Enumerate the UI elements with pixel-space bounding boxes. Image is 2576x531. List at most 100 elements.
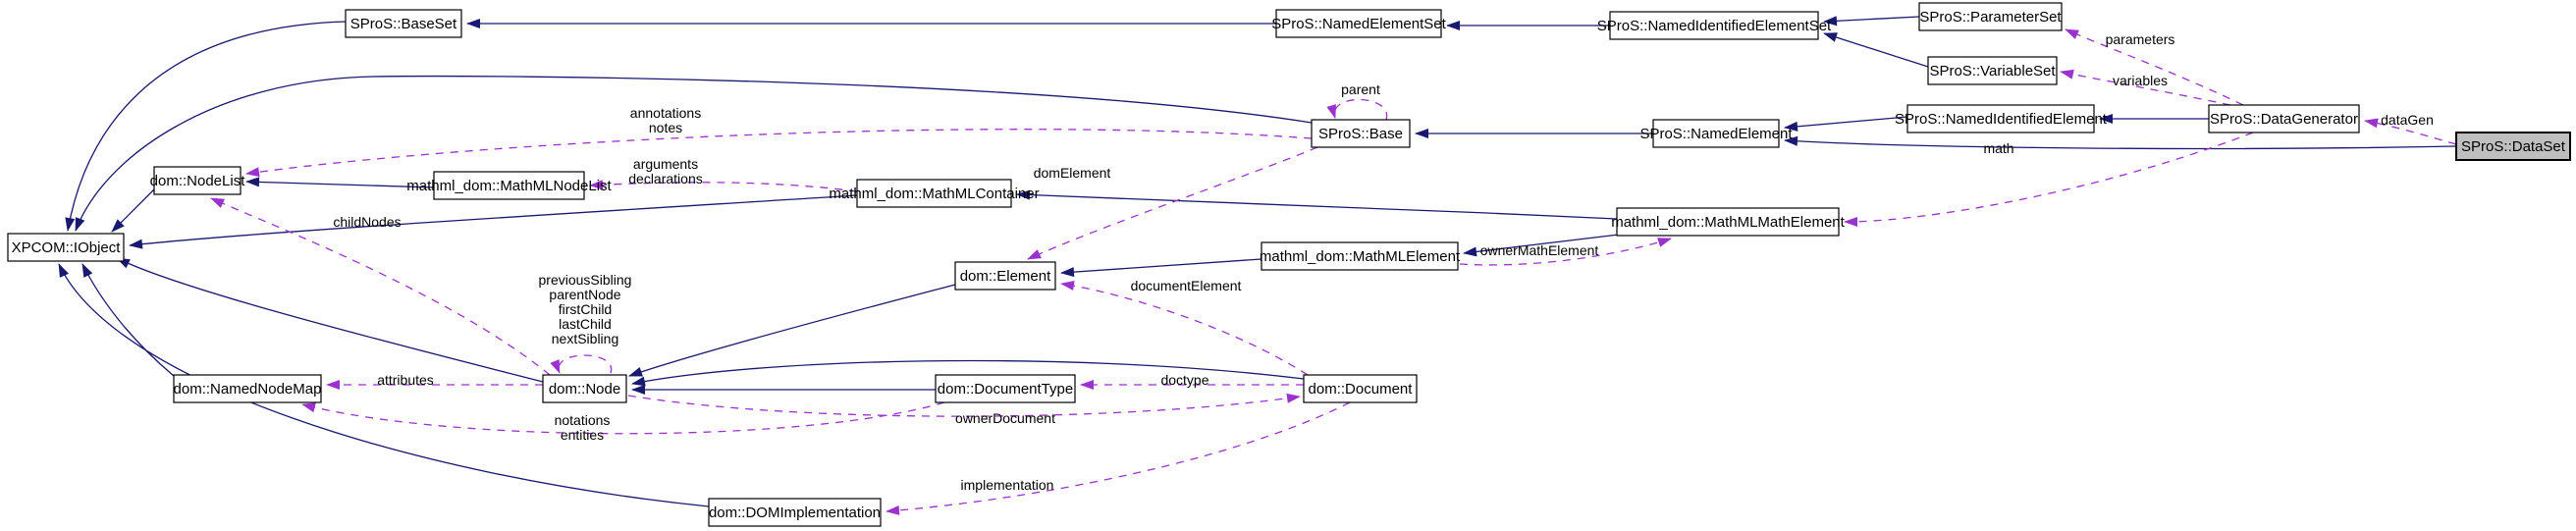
class-node-label-mathmlelement: mathml_dom::MathMLElement <box>1260 248 1461 265</box>
class-node-mathmlmathelement[interactable]: mathml_dom::MathMLMathElement <box>1611 207 1846 237</box>
class-node-label-dataset: SProS::DataSet <box>2461 138 2566 155</box>
class-node-box-namednodemap[interactable] <box>173 374 322 403</box>
class-node-box-mathmlmathelement[interactable] <box>1616 207 1840 237</box>
edge-mathmlelement-to-mathmlmathelement <box>1459 238 1672 266</box>
edge-domnode-to-iobject <box>116 257 544 383</box>
class-node-domnode[interactable]: dom::Node <box>542 374 627 403</box>
class-node-box-parameterset[interactable] <box>1918 2 2063 31</box>
class-node-variableset[interactable]: SProS::VariableSet <box>1927 56 2058 85</box>
class-node-box-namedidelementset[interactable] <box>1609 11 1819 40</box>
edge-domnode-to-domnode <box>550 354 613 374</box>
class-node-label-mathmlmathelement: mathml_dom::MathMLMathElement <box>1611 214 1845 231</box>
class-node-sprosbase[interactable]: SProS::Base <box>1311 119 1411 148</box>
edge-namedidelement-to-namedelement <box>1784 116 1908 132</box>
class-node-box-document[interactable] <box>1303 374 1418 403</box>
edge-label-u5: childNodes <box>333 214 401 230</box>
class-node-namedelementset[interactable]: SProS::NamedElementSet <box>1271 9 1447 38</box>
edge-label-u7: attributes <box>377 372 434 388</box>
edge-mathmlelement-to-element <box>1060 258 1262 278</box>
edge-document-to-element <box>1060 281 1309 376</box>
edge-dataset-to-namedelement <box>1784 135 2457 150</box>
class-node-label-mathmlcontainer: mathml_dom::MathMLContainer <box>829 186 1039 202</box>
class-node-datagenerator[interactable]: SProS::DataGenerator <box>2208 104 2360 133</box>
class-node-documenttype[interactable]: dom::DocumentType <box>935 374 1076 403</box>
class-node-mathmlelement[interactable]: mathml_dom::MathMLElement <box>1260 241 1461 271</box>
class-node-box-documenttype[interactable] <box>935 374 1076 403</box>
edge-mathmlnodelist-to-nodelist <box>245 177 435 188</box>
class-node-document[interactable]: dom::Document <box>1303 374 1418 403</box>
class-node-mathmlcontainer[interactable]: mathml_dom::MathMLContainer <box>829 179 1040 208</box>
class-node-parameterset[interactable]: SProS::ParameterSet <box>1918 2 2063 31</box>
edge-label-u10: ownerDocument <box>955 410 1055 426</box>
class-node-namednodemap[interactable]: dom::NamedNodeMap <box>173 374 322 403</box>
edge-label-u16: variables <box>2113 73 2168 88</box>
class-node-mathmlnodelist[interactable]: mathml_dom::MathMLNodeList <box>406 171 613 200</box>
class-node-box-datagenerator[interactable] <box>2208 104 2360 133</box>
class-node-domimplementation[interactable]: dom::DOMImplementation <box>708 498 882 527</box>
edge-mathmlcontainer-to-mathmlnodelist <box>589 180 858 192</box>
class-node-label-document: dom::Document <box>1309 381 1414 398</box>
class-node-label-namednodemap: dom::NamedNodeMap <box>174 381 322 398</box>
edge-label-u17: dataGen <box>2381 112 2434 128</box>
edge-label-u12: documentElement <box>1131 278 1242 293</box>
class-node-namedidelement[interactable]: SProS::NamedIdentifiedElement <box>1895 104 2108 133</box>
edge-domnode-to-nodelist <box>210 197 551 376</box>
class-node-label-mathmlnodelist: mathml_dom::MathMLNodeList <box>406 178 612 194</box>
edge-mathmlmathelement-to-mathmlcontainer <box>1016 189 1618 220</box>
class-node-label-namedidelementset: SProS::NamedIdentifiedElementSet <box>1597 18 1832 34</box>
class-node-baseset[interactable]: SProS::BaseSet <box>345 9 462 38</box>
class-node-box-mathmlelement[interactable] <box>1261 241 1459 271</box>
edge-document-to-domnode <box>631 359 1305 387</box>
class-node-dataset[interactable]: SProS::DataSet <box>2455 132 2571 161</box>
class-node-label-documenttype: dom::DocumentType <box>938 381 1073 398</box>
class-node-label-namedelement: SProS::NamedElement <box>1639 126 1793 142</box>
edge-label-u1: parent <box>1341 81 1380 97</box>
class-node-label-baseset: SProS::BaseSet <box>350 16 457 32</box>
class-node-box-variableset[interactable] <box>1927 56 2058 85</box>
class-node-box-nodelist[interactable] <box>153 166 242 195</box>
edge-label-u14: math <box>1983 140 2013 156</box>
class-node-box-mathmlnodelist[interactable] <box>433 171 585 200</box>
class-node-box-namedelementset[interactable] <box>1275 9 1442 38</box>
class-node-label-sprosbase: SProS::Base <box>1318 126 1403 142</box>
class-node-box-namedidelement[interactable] <box>1906 104 2095 133</box>
edge-label-u9: doctype <box>1160 372 1208 388</box>
edge-sprosbase-to-nodelist <box>245 129 1313 178</box>
class-node-label-iobject: XPCOM::IObject <box>12 239 122 256</box>
class-node-box-namedelement[interactable] <box>1652 119 1780 148</box>
class-node-box-dataset[interactable] <box>2455 132 2571 161</box>
edge-sprosbase-to-element <box>1027 146 1318 260</box>
class-node-label-datagenerator: SProS::DataGenerator <box>2210 111 2358 128</box>
edge-mathmlmathelement-to-mathmlelement <box>1463 234 1620 257</box>
edge-sprosbase-to-sprosbase <box>1326 98 1388 121</box>
edge-documenttype-to-namednodemap <box>301 401 945 435</box>
class-node-namedidelementset[interactable]: SProS::NamedIdentifiedElementSet <box>1597 11 1832 40</box>
class-node-box-mathmlcontainer[interactable] <box>856 179 1012 208</box>
class-node-namedelement[interactable]: SProS::NamedElement <box>1639 119 1793 148</box>
class-node-label-domimplementation: dom::DOMImplementation <box>709 504 881 521</box>
edge-label-u3: domElement <box>1034 165 1111 181</box>
class-node-box-element[interactable] <box>954 261 1056 291</box>
class-node-box-iobject[interactable] <box>7 233 125 262</box>
class-node-iobject[interactable]: XPCOM::IObject <box>7 233 125 262</box>
edge-dataset-to-datagenerator <box>2364 118 2457 145</box>
edge-nodelist-to-iobject <box>111 188 155 233</box>
class-node-nodelist[interactable]: dom::NodeList <box>150 166 246 195</box>
edge-datagenerator-to-parameterset <box>2065 28 2244 106</box>
edge-baseset-to-iobject <box>65 21 347 232</box>
class-node-label-namedidelement: SProS::NamedIdentifiedElement <box>1895 111 2108 128</box>
class-node-element[interactable]: dom::Element <box>954 261 1056 291</box>
edge-domimplementation-to-iobject <box>58 263 710 507</box>
class-node-box-domimplementation[interactable] <box>708 498 882 527</box>
class-node-box-sprosbase[interactable] <box>1311 119 1411 148</box>
class-node-box-baseset[interactable] <box>345 9 462 38</box>
class-node-box-domnode[interactable] <box>542 374 627 403</box>
edge-sprosbase-to-iobject <box>75 75 1313 232</box>
class-node-label-nodelist: dom::NodeList <box>150 173 246 189</box>
